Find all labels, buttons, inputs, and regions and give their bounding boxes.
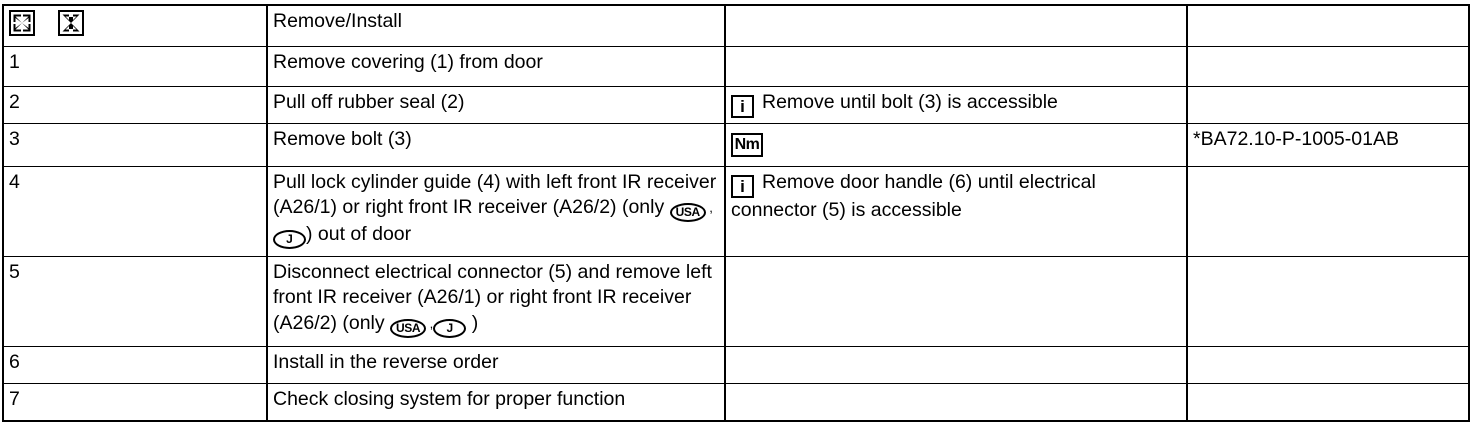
step-number-cell: 6 xyxy=(2,345,268,384)
step-number-cell: 2 xyxy=(2,85,268,124)
usa-market-icon: USA xyxy=(669,203,706,222)
step-description-cell: Pull off rubber seal (2) xyxy=(266,85,726,124)
step-number: 3 xyxy=(9,127,20,150)
info-icon: i xyxy=(731,94,754,118)
step-description: Remove covering (1) from door xyxy=(273,50,543,73)
step-description: Check closing system for proper function xyxy=(273,387,626,410)
step-number: 6 xyxy=(9,350,20,373)
step-number: 2 xyxy=(9,90,20,113)
header-icons-cell xyxy=(2,4,268,47)
step-note: Remove door handle (6) until electrical … xyxy=(731,170,1096,221)
step-reference-cell xyxy=(1186,345,1470,384)
step-description-cell: Disconnect electrical connector (5) and … xyxy=(266,255,726,347)
japan-market-icon: J xyxy=(433,318,467,338)
step-description-part-a: Disconnect electrical connector (5) and … xyxy=(273,260,712,334)
header-note-cell xyxy=(724,4,1188,47)
step-reference-cell: *BA72.10-P-1005-01AB xyxy=(1186,122,1470,167)
page-title: Remove/Install xyxy=(273,10,402,32)
step-reference-cell xyxy=(1186,85,1470,124)
info-icon: i xyxy=(731,174,754,198)
step-note-cell xyxy=(724,255,1188,347)
step-note-cell xyxy=(724,45,1188,87)
step-description-part-c: ) out of door xyxy=(306,223,412,245)
step-reference[interactable]: *BA72.10-P-1005-01AB xyxy=(1193,127,1399,150)
step-description-cell: Install in the reverse order xyxy=(266,345,726,384)
step-description: Remove bolt (3) xyxy=(273,127,412,150)
step-number-cell: 1 xyxy=(2,45,268,87)
step-note-cell: i Remove until bolt (3) is accessible xyxy=(724,85,1188,124)
step-description-cell: Remove covering (1) from door xyxy=(266,45,726,87)
step-reference-cell xyxy=(1186,165,1470,257)
step-description-cell: Pull lock cylinder guide (4) with left f… xyxy=(266,165,726,257)
step-note-cell xyxy=(724,345,1188,384)
procedure-table: Remove/Install 1 Remove covering (1) fro… xyxy=(2,4,1470,422)
step-note: Remove until bolt (3) is accessible xyxy=(762,90,1058,113)
step-number: 1 xyxy=(9,50,20,73)
japan-market-icon: J xyxy=(273,230,306,249)
table-row-header: Remove/Install xyxy=(2,4,1470,47)
step-description-cell: Remove bolt (3) xyxy=(266,122,726,167)
step-number: 4 xyxy=(9,170,20,193)
table-row: 2 Pull off rubber seal (2) i Remove until… xyxy=(2,85,1470,124)
usa-market-icon: USA xyxy=(390,318,427,338)
torque-icon: Nm xyxy=(731,132,763,157)
step-description: Install in the reverse order xyxy=(273,350,499,373)
step-reference-cell xyxy=(1186,255,1470,347)
expand-arrows-icon[interactable] xyxy=(9,10,35,36)
table-row: 7 Check closing system for proper functi… xyxy=(2,382,1470,422)
step-description-part-b: , xyxy=(426,315,434,331)
step-description: Pull off rubber seal (2) xyxy=(273,90,465,113)
step-reference-cell xyxy=(1186,382,1470,422)
step-number-cell: 4 xyxy=(2,165,268,257)
step-number-cell: 3 xyxy=(2,122,268,167)
procedure-sheet: Remove/Install 1 Remove covering (1) fro… xyxy=(2,4,1470,424)
table-row: 5 Disconnect electrical connector (5) an… xyxy=(2,255,1470,347)
table-row: 3 Remove bolt (3) Nm *BA72.10-P-1005-01A… xyxy=(2,122,1470,167)
collapse-arrows-icon[interactable] xyxy=(58,10,84,36)
step-number: 5 xyxy=(9,260,20,283)
step-number: 7 xyxy=(9,387,20,410)
step-number-cell: 7 xyxy=(2,382,268,422)
table-row: 6 Install in the reverse order xyxy=(2,345,1470,384)
table-row: 1 Remove covering (1) from door xyxy=(2,45,1470,87)
step-description-part-a: Pull lock cylinder guide (4) with left f… xyxy=(273,170,717,219)
table-row: 4 Pull lock cylinder guide (4) with left… xyxy=(2,165,1470,257)
step-reference-cell xyxy=(1186,45,1470,87)
step-description-part-b: , xyxy=(705,200,713,215)
step-note-cell: Nm xyxy=(724,122,1188,167)
step-description-cell: Check closing system for proper function xyxy=(266,382,726,422)
header-reference-cell xyxy=(1186,4,1470,47)
step-number-cell: 5 xyxy=(2,255,268,347)
step-description-part-c: ) xyxy=(466,311,479,334)
step-note-cell xyxy=(724,382,1188,422)
header-title-cell: Remove/Install xyxy=(266,4,726,47)
